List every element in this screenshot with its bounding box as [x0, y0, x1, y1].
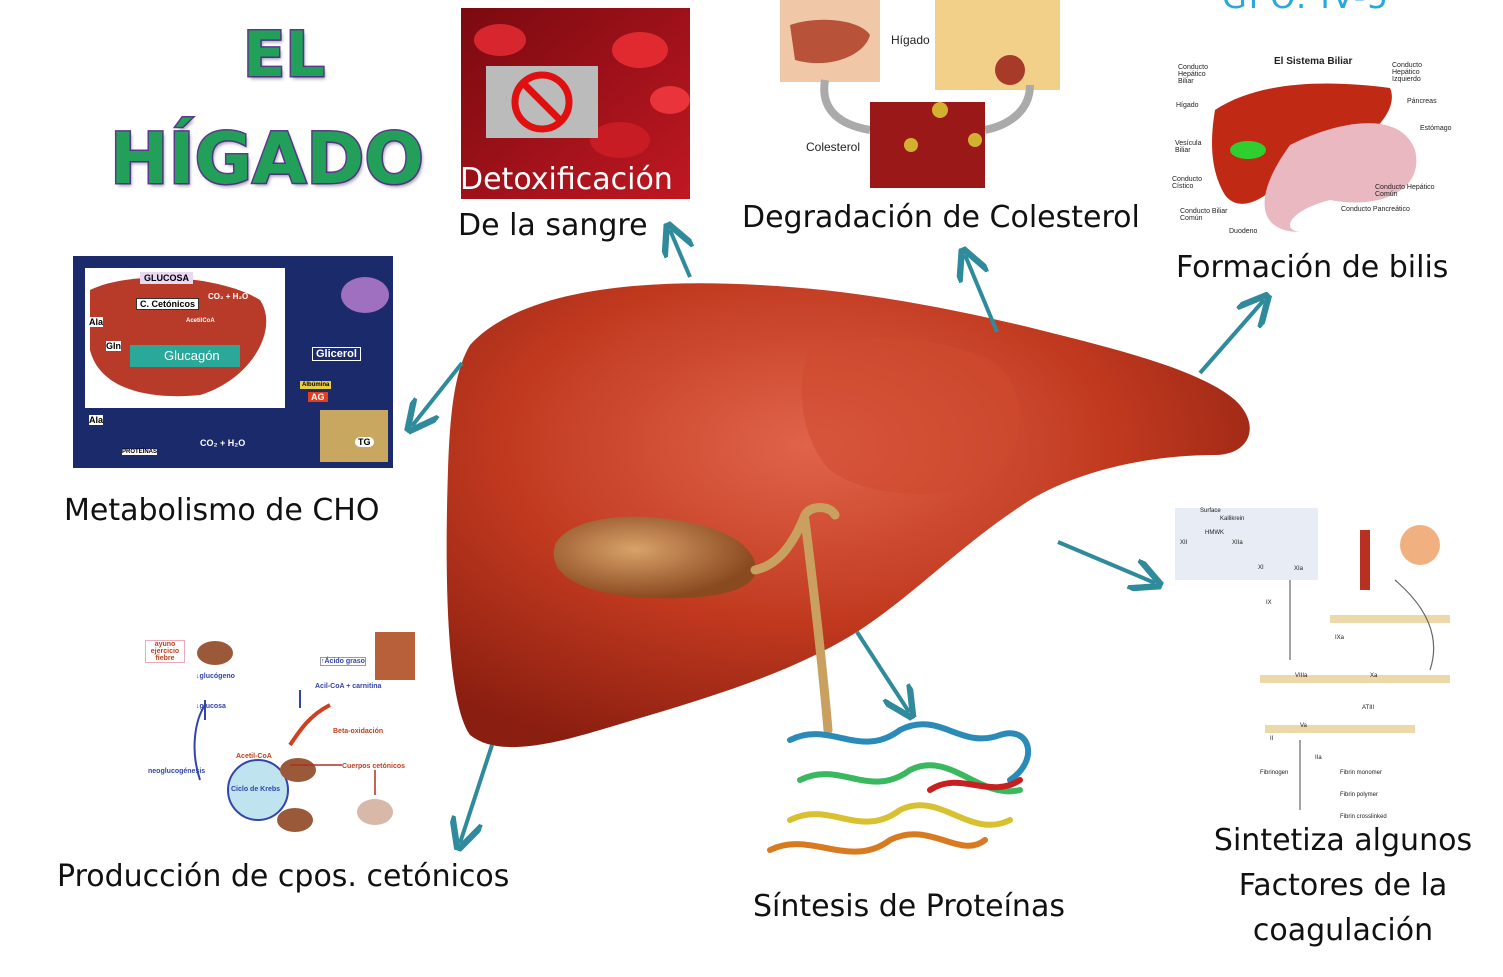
group-label: GPO. IV-5	[1222, 0, 1390, 16]
arrow-cho	[412, 361, 464, 426]
bile-duct	[750, 503, 840, 735]
bile-label: Estómago	[1420, 125, 1452, 132]
coag-label: XII	[1180, 540, 1188, 546]
bile-label: Conducto Pancreático	[1341, 206, 1410, 213]
coag-label: XI	[1258, 565, 1264, 571]
bile-label: Conducto Hepático Común	[1375, 184, 1435, 198]
detox-label-line1: Detoxificación	[460, 162, 673, 197]
ketone-bodies-image	[193, 632, 415, 832]
bile-img-title: El Sistema Biliar	[1274, 56, 1353, 67]
bile-label: Hígado	[1176, 102, 1199, 109]
ketone-label: neoglucogénesis	[148, 768, 206, 775]
coag-label: Fibrinogen	[1260, 770, 1289, 776]
ketone-label: Cuerpos cetónicos	[342, 763, 406, 770]
coag-label: Fibrin crosslinked	[1340, 814, 1387, 820]
coag-label: II	[1270, 736, 1274, 742]
ketone-label: ↓glucógeno	[196, 673, 235, 680]
title-line-2: HÍGADO	[109, 117, 426, 202]
ketone-label: Beta-oxidación	[333, 728, 384, 735]
coag-label: Xa	[1370, 673, 1378, 679]
cho-label: CO₂ + H₂O	[208, 292, 249, 301]
coagulation-label-line2: Factores de la	[1238, 868, 1448, 903]
bile-label: Conducto Biliar Común	[1180, 208, 1228, 222]
cho-label: Albúmina	[300, 381, 332, 389]
cholesterol-image	[780, 0, 1060, 188]
liver-shape	[446, 283, 1250, 748]
cho-label: PROTEÍNAS	[122, 449, 158, 455]
prohibited-icon	[511, 71, 573, 133]
bile-label: Conducto Hepático Biliar	[1178, 64, 1208, 85]
coag-label: IXa	[1335, 635, 1345, 641]
liver-left-lobe	[801, 337, 1020, 494]
arrow-coagulation	[1057, 540, 1155, 583]
protein-structure-image	[767, 721, 1031, 855]
coag-label: HMWK	[1205, 530, 1224, 536]
cho-label: Glicerol	[312, 347, 361, 361]
cho-label: C. Cetónicos	[136, 298, 200, 310]
coag-label: XIa	[1294, 566, 1304, 572]
img-label-higado: Hígado	[891, 33, 930, 47]
ketone-label: ↓glucosa	[196, 703, 226, 710]
cho-label: GLUCOSA	[140, 272, 193, 284]
ketone-label: Acil-CoA + carnitina	[315, 683, 382, 690]
title-line-1: EL	[242, 17, 327, 93]
bile-label: Duodeno	[1229, 228, 1258, 235]
gallbladder	[553, 516, 756, 599]
ketone-label: ↑Ácido graso	[320, 657, 366, 666]
coag-label: Fibrin polymer	[1340, 792, 1379, 798]
coag-label: XIIa	[1232, 540, 1243, 546]
cho-label: Metabolismo de CHO	[64, 493, 380, 528]
ketone-label: Acetil-CoA	[236, 753, 272, 760]
cho-label: TG	[355, 437, 374, 447]
coag-label: Va	[1300, 723, 1307, 729]
cho-label: AG	[308, 392, 328, 402]
cho-label: Gln	[106, 341, 121, 351]
proteins-label: Síntesis de Proteínas	[753, 889, 1065, 924]
coag-label: IIa	[1315, 755, 1322, 761]
arrow-cholesterol	[965, 255, 999, 333]
bile-label: Formación de bilis	[1176, 250, 1449, 285]
coag-label: ATIII	[1362, 705, 1375, 711]
cholesterol-label: Degradación de Colesterol	[742, 200, 1140, 235]
bile-label: Conducto Hepático Izquierdo	[1392, 62, 1422, 83]
cho-label: Glucagón	[164, 348, 220, 363]
arrow-proteins	[855, 630, 909, 712]
cho-metabolism-image	[73, 256, 393, 468]
arrow-detox	[670, 230, 690, 278]
liver-illustration	[446, 283, 1250, 748]
detox-label-line2: De la sangre	[458, 208, 648, 243]
ketone-label: Ciclo de Krebs	[231, 786, 281, 793]
cho-label: Ala	[89, 415, 104, 425]
coagulation-label-line1: Sintetiza algunos	[1213, 823, 1473, 858]
arrow-bile	[1198, 300, 1264, 375]
ketones-label: Producción de cpos. cetónicos	[57, 859, 510, 894]
ketone-label: ayuno ejercicio fiebre	[145, 640, 185, 663]
coagulation-cascade-image	[1175, 508, 1450, 810]
coag-label: IX	[1266, 600, 1272, 606]
arrows	[412, 230, 1264, 843]
bile-label: Vesícula Biliar	[1175, 140, 1202, 154]
cho-label: CO₂ + H₂O	[200, 438, 246, 448]
coag-label: VIIIa	[1295, 673, 1308, 679]
bile-label: Páncreas	[1407, 98, 1437, 105]
coag-label: Fibrin monomer	[1340, 770, 1383, 776]
arrow-ketones	[460, 744, 494, 843]
biliary-system-image	[1212, 83, 1417, 232]
coag-label: Surface	[1200, 508, 1221, 514]
img-label-colesterol: Colesterol	[806, 140, 861, 154]
detox-image	[461, 8, 690, 199]
coag-label: Kallikrein	[1220, 516, 1245, 522]
cho-label: Ala	[89, 317, 104, 327]
coagulation-label-line3: coagulación	[1252, 913, 1434, 948]
cho-label: AcetilCoA	[186, 318, 215, 324]
bile-label: Conducto Cístico	[1172, 176, 1202, 190]
